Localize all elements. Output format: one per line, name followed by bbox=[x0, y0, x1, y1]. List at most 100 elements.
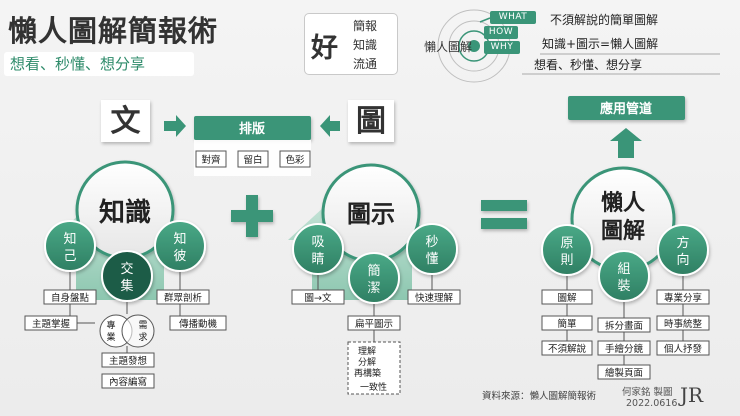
box-buxu bbox=[541, 340, 593, 356]
wen-box bbox=[101, 100, 150, 142]
layout-bar bbox=[194, 116, 311, 140]
arrow-right-icon bbox=[164, 115, 186, 137]
icon-label: 圖示 bbox=[347, 200, 395, 228]
lazy-diagram-label: 懶人圖解 bbox=[424, 40, 473, 54]
direction-char-2: 向 bbox=[676, 252, 689, 268]
principle-circle bbox=[541, 224, 593, 276]
zhibi-char-1: 知 bbox=[173, 231, 186, 247]
process-item: 分解 bbox=[358, 356, 376, 368]
source-note: 資料來源：懶人圖解簡報術 bbox=[482, 391, 597, 402]
jianjie-char-1: 簡 bbox=[367, 264, 380, 279]
direction-circle bbox=[657, 224, 709, 276]
venn-ye: 業 bbox=[106, 331, 115, 343]
box-jiandan bbox=[541, 315, 593, 331]
venn-xu: 需 bbox=[138, 320, 147, 331]
box-zishen-text: 自身盤點 bbox=[51, 292, 90, 304]
box-shishi bbox=[656, 315, 710, 331]
box-neirong bbox=[101, 373, 155, 389]
box-tujie-text: 圖解 bbox=[557, 292, 577, 304]
channel-title: 應用管道 bbox=[600, 101, 652, 117]
lazy-label-bottom: 圖解 bbox=[601, 218, 645, 244]
jiaoji-char-1: 交 bbox=[120, 261, 133, 277]
tag-why: WHY bbox=[484, 41, 520, 54]
box-chuanbo bbox=[169, 315, 227, 331]
process-item: 再構築 bbox=[354, 367, 381, 379]
process-list-box bbox=[347, 341, 401, 395]
box-chaifen bbox=[597, 317, 651, 333]
box-geren-text: 個人抒發 bbox=[664, 343, 703, 355]
miaodong-circle bbox=[406, 223, 458, 275]
tag-how: HOW bbox=[484, 26, 518, 39]
xijing-char-2: 睛 bbox=[311, 252, 324, 267]
box-shishi-text: 時事統整 bbox=[664, 318, 703, 330]
assemble-char-1: 組 bbox=[617, 262, 630, 277]
venn-qiu: 求 bbox=[138, 331, 147, 343]
venn-right-circle bbox=[121, 314, 155, 348]
box-jiandan-text: 簡單 bbox=[557, 318, 576, 330]
box-tujie bbox=[541, 289, 593, 305]
jianjie-circle bbox=[348, 252, 400, 304]
layout-item-color-text: 色彩 bbox=[285, 154, 305, 166]
tag-what: WHAT bbox=[490, 11, 536, 24]
connector-lines bbox=[317, 275, 433, 342]
arrow-up-icon bbox=[610, 128, 642, 158]
layout-item-space-text: 留白 bbox=[243, 154, 262, 166]
miaodong-char-2: 懂 bbox=[425, 252, 438, 267]
box-kuaisu bbox=[407, 289, 461, 305]
box-fasiang-text: 主題發想 bbox=[109, 355, 148, 367]
what-text: 不須解說的簡單圖解 bbox=[550, 13, 659, 27]
zhiji-char-2: 己 bbox=[63, 249, 76, 264]
knowledge-label: 知識 bbox=[99, 198, 151, 228]
layout-item-align-text: 對齊 bbox=[201, 154, 221, 166]
assemble-circle bbox=[598, 250, 650, 302]
xijing-char-1: 吸 bbox=[311, 235, 324, 250]
page-subtitle: 想看、秒懂、想分享 bbox=[4, 52, 194, 76]
principle-char-1: 原 bbox=[560, 236, 573, 251]
box-chaifen-text: 拆分畫面 bbox=[605, 320, 643, 332]
box-fasiang bbox=[101, 352, 155, 368]
box-zhuti bbox=[24, 315, 78, 331]
xijing-circle bbox=[292, 223, 344, 275]
assemble-char-2: 裝 bbox=[617, 279, 630, 294]
jiaoji-char-2: 集 bbox=[120, 278, 133, 294]
layout-item-align bbox=[195, 150, 227, 168]
box-bianping-text: 扁平圖示 bbox=[355, 318, 393, 330]
page-title: 懶人圖解簡報術 bbox=[8, 14, 219, 48]
tu-box bbox=[348, 100, 394, 142]
box-shouhui-text: 手繪分鏡 bbox=[605, 343, 644, 355]
jianjie-char-2: 潔 bbox=[367, 281, 380, 296]
channel-bar bbox=[568, 96, 685, 120]
zhibi-char-2: 彼 bbox=[173, 249, 186, 264]
good-char: 好 bbox=[311, 33, 338, 64]
box-neirong-text: 內容編寫 bbox=[109, 376, 147, 388]
layout-title: 排版 bbox=[239, 121, 265, 137]
box-buxu-text: 不須解說 bbox=[548, 343, 587, 355]
good-item: 流通 bbox=[353, 57, 378, 71]
equals-icon bbox=[481, 200, 527, 229]
process-item: 理解 bbox=[358, 345, 376, 357]
box-shouhui bbox=[597, 340, 651, 356]
box-huizhi-text: 繪製頁面 bbox=[605, 367, 643, 379]
box-chuanbo-text: 傳播動機 bbox=[179, 318, 218, 330]
author-note: 何家銘 製圖 bbox=[622, 387, 673, 398]
box-geren bbox=[656, 340, 710, 356]
why-text: 想看、秒懂、想分享 bbox=[534, 58, 643, 72]
direction-char-1: 方 bbox=[676, 235, 689, 251]
box-qunzhong bbox=[156, 289, 210, 305]
venn-zhuan: 專 bbox=[106, 319, 115, 331]
arrow-left-icon bbox=[320, 115, 340, 137]
box-huizhi bbox=[597, 364, 651, 380]
zhibi-circle bbox=[154, 220, 206, 272]
zhiji-circle bbox=[44, 220, 96, 272]
box-qunzhong-text: 群眾剖析 bbox=[164, 292, 203, 304]
logo: JR bbox=[680, 383, 704, 407]
plus-icon bbox=[231, 195, 273, 237]
zhiji-char-1: 知 bbox=[63, 231, 76, 247]
process-item: 一致性 bbox=[360, 381, 387, 393]
connector-lines bbox=[566, 276, 684, 365]
box-zhuti-text: 主題掌握 bbox=[32, 318, 71, 330]
date-note: 2022.0616 bbox=[626, 398, 678, 409]
jiaoji-circle bbox=[101, 250, 153, 302]
